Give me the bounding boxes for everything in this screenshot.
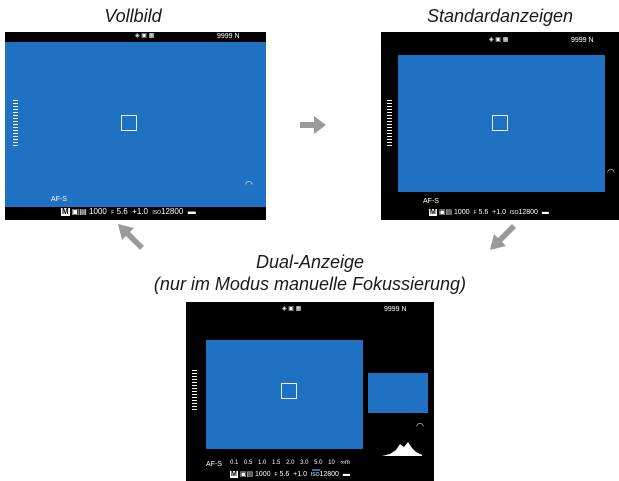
af-square-icon [121, 115, 137, 131]
caption-vollbild: Vollbild [104, 6, 162, 26]
screen-standard: ◈ ▣ ▦ 9999 N AF-S M▣▤ 1000 F 5.6 +1.0 IS… [381, 32, 619, 220]
touch-icon: ◠ [416, 421, 424, 431]
caption-dual-note: (nur im Modus manuelle Fokussierung) [153, 274, 467, 294]
top-status: ◈ ▣ ▦ [282, 306, 302, 312]
arrow-right-icon [300, 116, 326, 134]
screen-vollbild: ◈ ▣ ▦ 9999 N AF-S M▣▤ 1000 F 5.6 +1.0 IS… [5, 32, 266, 220]
touch-icon: ◠ [607, 167, 615, 177]
caption-dual: Dual-Anzeige [255, 252, 365, 272]
focus-zoom-view [368, 373, 428, 413]
touch-icon: ◠ [245, 179, 253, 189]
focus-mode: AF-S [423, 198, 439, 205]
live-view [5, 42, 266, 207]
shots-remaining: 9999 N [217, 33, 240, 40]
shots-remaining: 9999 N [571, 37, 594, 44]
caption-standard: Standardanzeigen [426, 6, 574, 26]
af-square-icon [281, 383, 297, 399]
shots-remaining: 9999 N [384, 306, 407, 313]
screen-dual: ◈ ▣ ▦ 9999 N ◠ AF-S 0.1 0.5 1.0 1.5 2.0 … [186, 302, 434, 481]
exposure-indicator [387, 100, 392, 148]
af-square-icon [492, 115, 508, 131]
exposure-indicator [13, 100, 18, 148]
top-status: ◈ ▣ ▦ [489, 37, 509, 43]
live-view [398, 55, 605, 192]
bottom-status: M▣▤ 1000 F 5.6 +1.0 ISO12800 ▬ [61, 207, 196, 216]
battery-icon: ▬ [187, 207, 196, 216]
bottom-status: M▣▤ 1000 F 5.6 +1.0 ISO12800 ▬ [429, 209, 549, 216]
bottom-status: M▣▤ 1000 F 5.6 +1.0 ISO12800 ▬ [230, 471, 350, 478]
focus-distance-scale: 0.1 0.5 1.0 1.5 2.0 3.0 5.0 10 ∞m [230, 460, 350, 466]
arrow-up-left-icon [118, 224, 144, 250]
live-view [206, 340, 363, 449]
top-status: ◈ ▣ ▦ [135, 33, 155, 39]
battery-icon: ▬ [541, 209, 549, 216]
focus-mode: AF-S [206, 461, 222, 468]
focus-mode: AF-S [51, 196, 67, 203]
histogram-icon [382, 442, 422, 456]
exposure-indicator [192, 370, 197, 412]
arrow-down-left-icon [490, 224, 516, 250]
focus-indicator [312, 469, 320, 471]
battery-icon: ▬ [342, 471, 350, 478]
